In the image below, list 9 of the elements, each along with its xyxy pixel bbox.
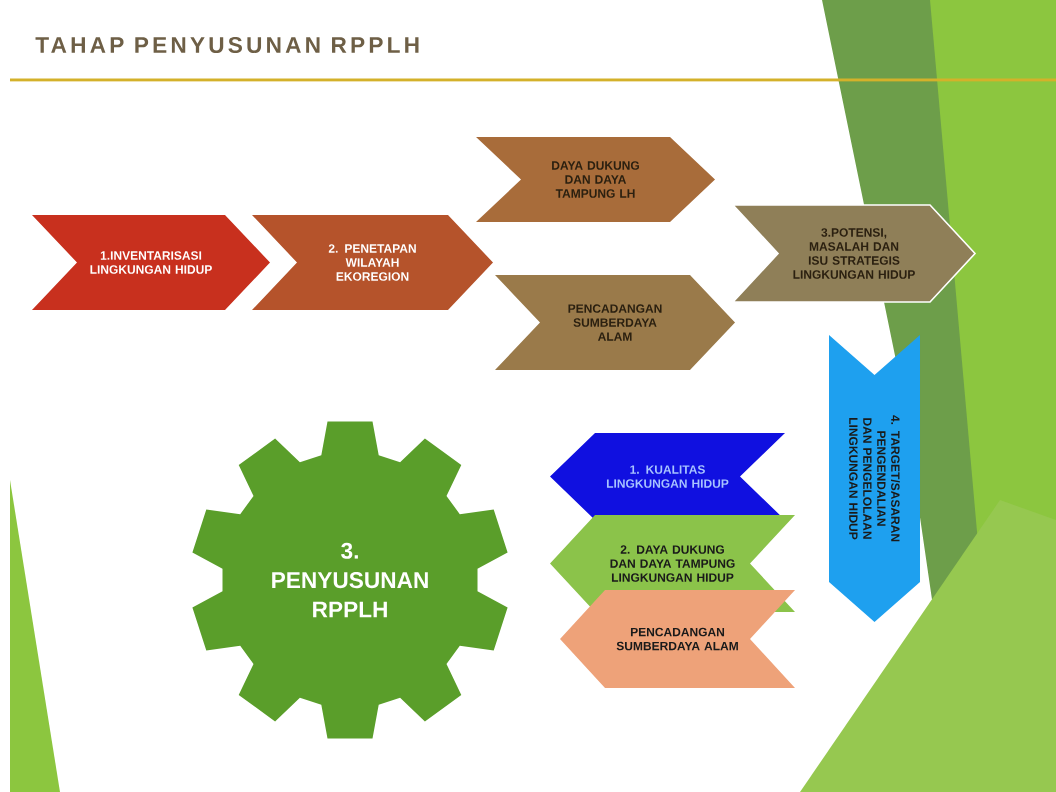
slide-title: TAHAP PENYUSUNAN RPPLH — [35, 36, 419, 54]
chevron-banner: DAYA DUKUNG DAN DAYA TAMPUNG LH — [476, 137, 715, 222]
chevron-banner: 4. TARGET/SASARAN PENGENDALIAN DAN PENGELOLAAN LINGKUNGAN HIDUP — [829, 335, 920, 622]
chevron-banner: 1. KUALITAS LINGKUNGAN HIDUP — [550, 433, 785, 520]
chevron-banner: 1.INVENTARISASI LINGKUNGAN HIDUP — [32, 215, 270, 310]
chevron-banner: PENCADANGAN SUMBERDAYA ALAM — [560, 590, 795, 688]
chevron-banner: 2. PENETAPAN WILAYAH EKOREGION — [252, 215, 493, 310]
chevron-banner: PENCADANGAN SUMBERDAYA ALAM — [495, 275, 735, 370]
chevron-banner: 3.POTENSI, MASALAH DAN ISU STRATEGIS LINGKUNGAN HIDUP — [731, 204, 977, 303]
